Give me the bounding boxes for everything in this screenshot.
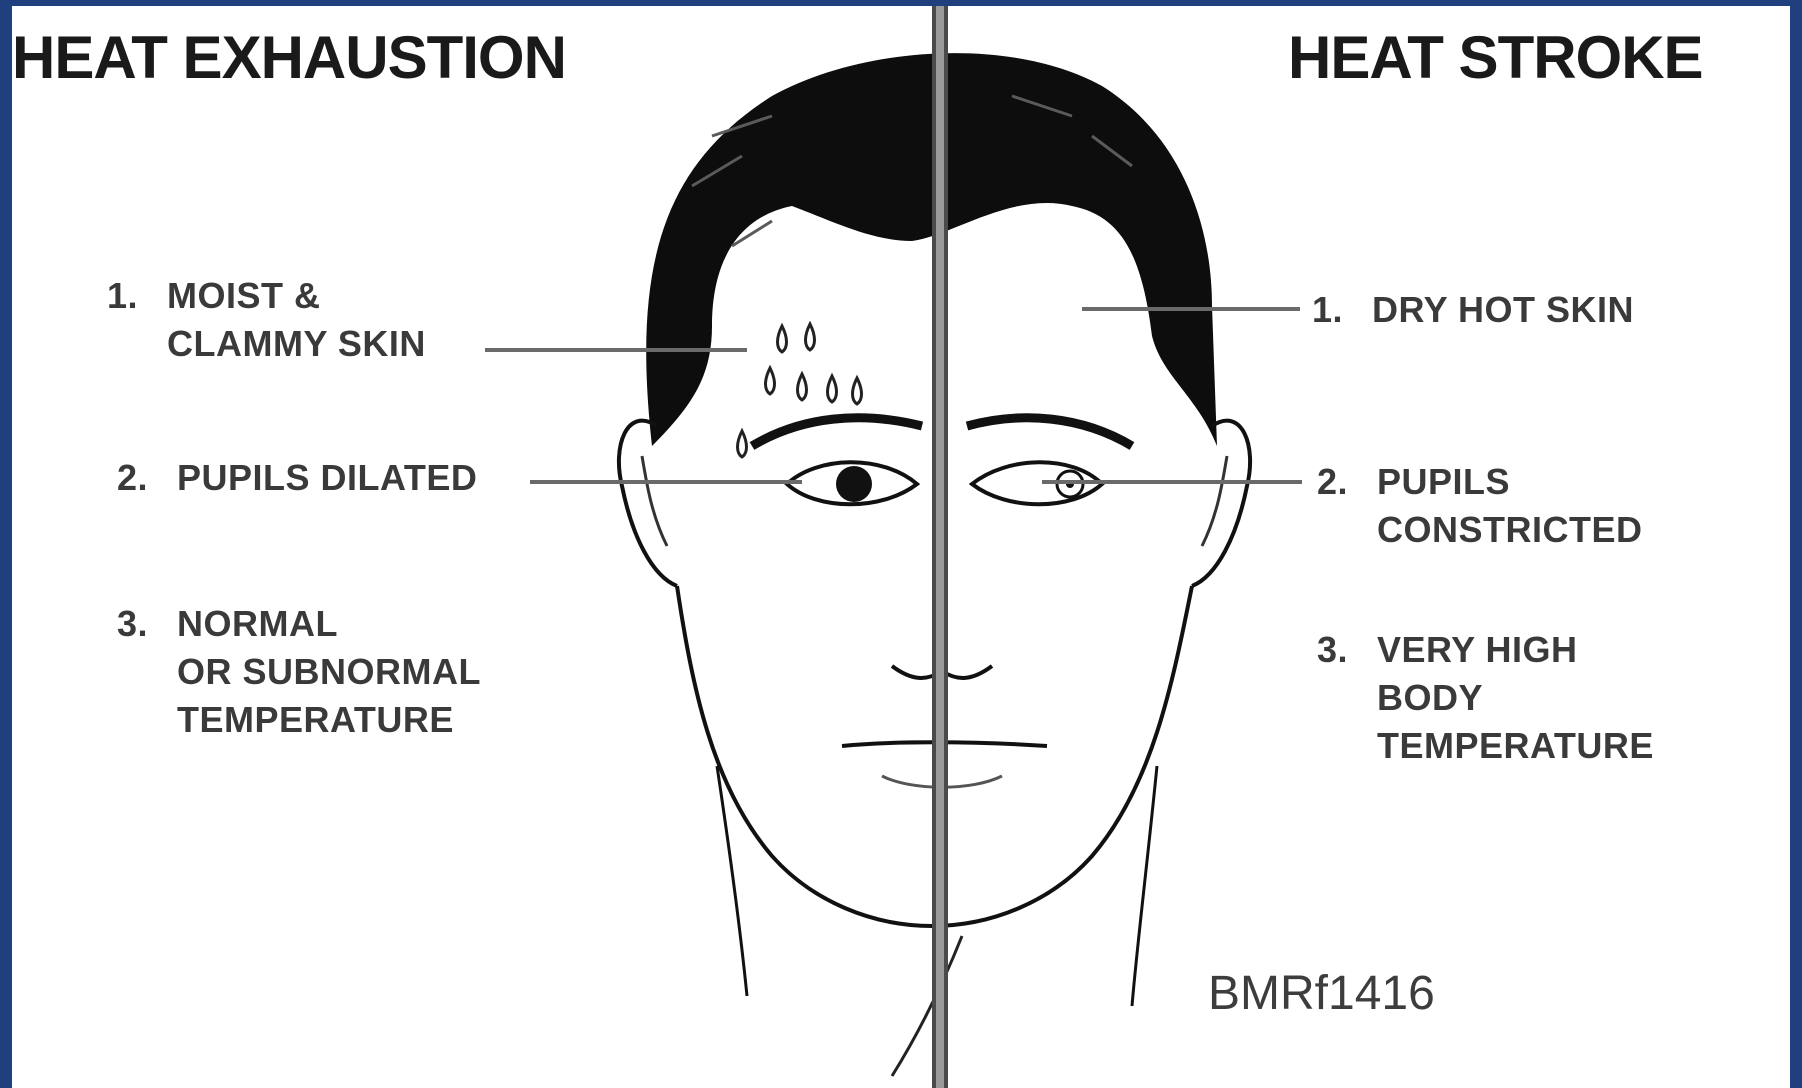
figure-code: BMRf1416 (1208, 966, 1435, 1021)
stroke-sign-1: 1.DRY HOT SKIN (1312, 286, 1634, 334)
exhaustion-sign-1: 1.MOIST &CLAMMY SKIN (107, 272, 426, 368)
diagram-canvas: HEAT EXHAUSTION HEAT STROKE 1.MOIST &CLA… (12, 6, 1790, 1088)
sweat-drops-icon (738, 324, 862, 457)
left-ear (619, 421, 677, 586)
heat-exhaustion-heading: HEAT EXHAUSTION (12, 28, 566, 88)
stroke-sign-3: 3.VERY HIGHBODYTEMPERATURE (1317, 626, 1654, 770)
right-ear (1192, 421, 1250, 586)
exhaustion-sign-2: 2.PUPILS DILATED (117, 454, 477, 502)
stroke-sign-2: 2.PUPILSCONSTRICTED (1317, 458, 1643, 554)
exhaustion-sign-3: 3.NORMALOR SUBNORMALTEMPERATURE (117, 600, 481, 744)
dilated-pupil (836, 466, 872, 502)
right-eyebrow (967, 418, 1132, 446)
hair (646, 53, 1217, 446)
heat-stroke-heading: HEAT STROKE (1288, 28, 1703, 88)
left-eyebrow (752, 418, 922, 446)
